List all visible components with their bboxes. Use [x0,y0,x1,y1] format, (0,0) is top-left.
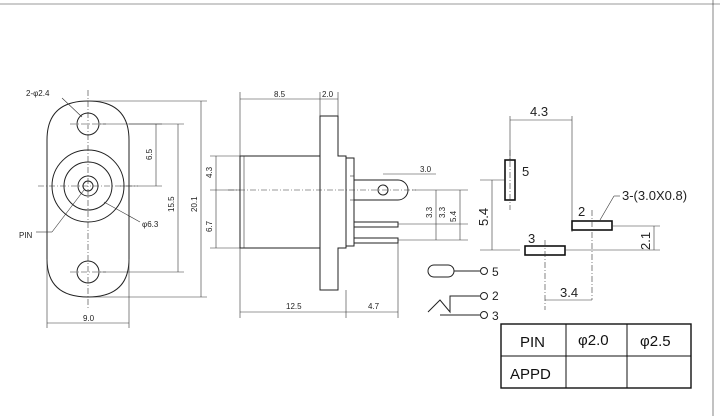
table-header-phi20: φ2.0 [578,332,609,349]
pl-dim-3-4: 3.4 [560,285,578,300]
pin-leader-diag [51,189,85,233]
side-view: 8.5 2.0 4.3 6.7 3.0 3.3 3.3 5.4 12.5 4.7 [205,90,468,318]
pl-dim-5-4: 5.4 [476,208,491,226]
dim-6-7: 6.7 [205,220,214,232]
dim-8-5: 8.5 [274,90,286,99]
pl-pin-3: 3 [528,231,535,246]
schematic-pin-3: 3 [492,309,499,323]
phi63-label: φ6.3 [142,220,159,229]
spec-table: PIN φ2.0 φ2.5 APPD [500,323,692,389]
table-header-pin: PIN [520,334,545,351]
schematic-symbol: 5 2 3 [427,264,499,323]
pl-dim-2-1: 2.1 [638,232,653,250]
pin-label: PIN [19,231,33,240]
schematic-terminal-5 [480,267,488,275]
dim-9-0: 9.0 [83,314,95,323]
side-rear-body [345,157,355,247]
schematic-terminal-2 [480,292,488,300]
side-barrel-body [239,155,321,249]
schematic-spring-contact [427,295,480,314]
dim-5-4: 5.4 [449,210,458,222]
side-pin-lower [353,237,399,244]
schematic-pin-2: 2 [492,289,499,303]
slot-label: 3-(3.0X0.8) [622,188,687,203]
dim-3-3-b: 3.3 [438,206,447,218]
hole-diameter-label: 2-φ2.4 [26,89,50,98]
dim-3-3-a: 3.3 [425,206,434,218]
hole-leader-line [61,97,83,118]
table-header-phi25: φ2.5 [640,333,671,350]
dim-6-5: 6.5 [145,148,154,160]
dim-20-1: 20.1 [190,196,199,212]
front-view: 2-φ2.4 PIN φ6.3 6.5 15.5 20.1 9.0 [19,89,207,328]
schematic-terminal-3 [480,311,488,319]
pin-layout: 4.3 5 5.4 2 3-(3.0X0.8) 3 2.1 3.4 [476,104,687,310]
slot-leader-diag [599,195,615,221]
pl-dim-4-3: 4.3 [530,104,548,119]
dim-4-7: 4.7 [368,302,380,311]
dim-2-0: 2.0 [322,90,334,99]
phi63-leader [103,201,141,223]
dim-12-5: 12.5 [286,302,302,311]
dim-3-0: 3.0 [420,165,432,174]
pl-pin-2: 2 [578,204,585,219]
schematic-pin-5: 5 [492,265,499,279]
side-flange [319,115,347,291]
dim-4-3: 4.3 [205,166,214,178]
dim-15-5: 15.5 [167,196,176,212]
side-pin-upper [353,221,399,228]
schematic-plug [427,264,455,278]
table-row-appd: APPD [510,366,551,383]
pl-pin-5: 5 [522,164,529,179]
